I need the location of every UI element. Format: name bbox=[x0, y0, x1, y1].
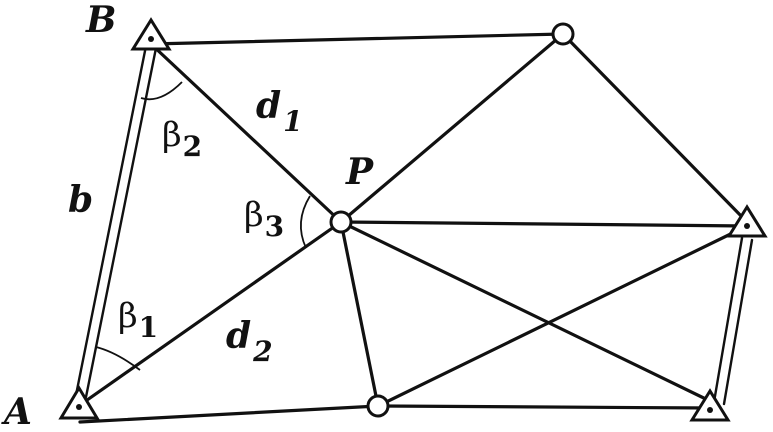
label-beta2: β2 bbox=[162, 115, 202, 163]
angle-arc-beta1 bbox=[95, 346, 141, 371]
line-a-p bbox=[78, 220, 343, 407]
line-p-right bbox=[339, 220, 749, 228]
line-b-top bbox=[149, 32, 565, 46]
triangle-point-right-icon bbox=[726, 204, 768, 238]
label-b-point: B bbox=[85, 0, 116, 41]
line-bottom-right bbox=[376, 224, 749, 408]
label-p-point: P bbox=[345, 151, 374, 193]
label-baseline-b: b bbox=[68, 179, 93, 221]
angle-arc-beta2 bbox=[140, 81, 183, 101]
network-lines bbox=[78, 32, 749, 424]
point-p-icon bbox=[329, 210, 353, 234]
label-d2: d2 bbox=[226, 315, 273, 368]
triangle-point-b-icon bbox=[130, 17, 172, 51]
baseline-b bbox=[74, 44, 158, 399]
line-p-bottom bbox=[339, 220, 380, 408]
baseline-right bbox=[712, 236, 754, 406]
line-top-right bbox=[561, 32, 749, 224]
triangle-point-bottomright-icon bbox=[689, 388, 731, 422]
line-p-top bbox=[339, 32, 565, 224]
line-b-p bbox=[149, 42, 343, 224]
point-bottom-icon bbox=[366, 394, 390, 418]
label-d1: d1 bbox=[256, 85, 303, 138]
point-top-icon bbox=[551, 22, 575, 46]
angle-arc-beta3 bbox=[300, 195, 311, 249]
line-bottom-bottomright bbox=[376, 404, 714, 410]
label-beta3: β3 bbox=[244, 195, 284, 243]
triangle-point-a-icon bbox=[58, 385, 100, 420]
label-beta1: β1 bbox=[118, 296, 158, 344]
line-a-bottom bbox=[78, 404, 380, 424]
line-p-bottomright bbox=[339, 220, 714, 404]
label-a-point: A bbox=[1, 391, 32, 432]
